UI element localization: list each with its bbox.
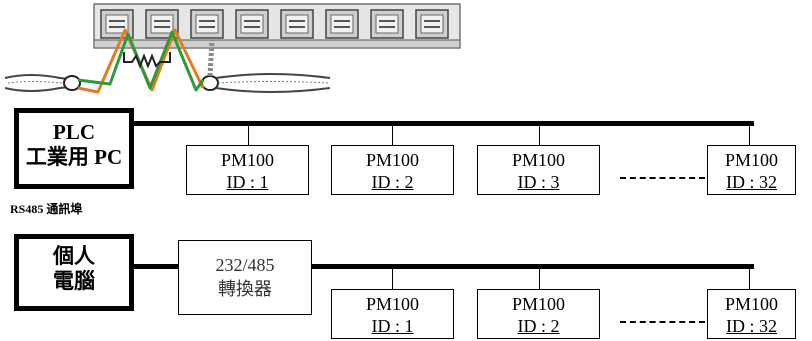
plc-host-line1: PLC: [53, 120, 95, 144]
converter-line1: 232/485: [215, 255, 275, 275]
host-to-converter-line: [134, 264, 180, 269]
shielded-cable-right: [201, 73, 331, 93]
bottom-device-2: PM100 ID : 2: [477, 289, 600, 339]
top-drop-2: [392, 124, 393, 145]
device-name: PM100: [511, 150, 565, 170]
rs232-485-converter-box: 232/485 轉換器: [178, 240, 312, 315]
device-name: PM100: [511, 294, 565, 314]
wiring-illustration: [4, 3, 461, 94]
termination-resistor: [123, 52, 171, 69]
bottom-drop-3: [749, 267, 750, 289]
converter-line2: 轉換器: [218, 279, 272, 299]
device-id: ID : 32: [726, 316, 777, 336]
green-wire: [77, 30, 205, 92]
top-drop-4: [749, 124, 750, 145]
device-id: ID : 1: [226, 172, 269, 192]
plc-host-box: PLC 工業用 PC: [14, 108, 134, 189]
bottom-bus-line: [310, 264, 754, 269]
top-bus-line: [128, 121, 754, 126]
device-name: PM100: [724, 294, 778, 314]
pc-host-line1: 個人: [53, 244, 95, 268]
device-name: PM100: [365, 294, 419, 314]
top-ellipsis-dashes: [620, 177, 705, 179]
plc-host-line2: 工業用 PC: [25, 145, 123, 169]
pc-host-line2: 電腦: [53, 269, 95, 293]
terminal-screw: [415, 9, 449, 39]
terminal-screw: [370, 9, 404, 39]
bottom-drop-1: [392, 267, 393, 289]
device-id: ID : 2: [517, 316, 560, 336]
device-name: PM100: [724, 150, 778, 170]
shielded-cable-left: [4, 74, 81, 92]
top-drop-3: [539, 124, 540, 145]
bottom-ellipsis-dashes: [620, 321, 705, 323]
device-id: ID : 1: [371, 316, 414, 336]
terminal-screw: [280, 9, 314, 39]
device-name: PM100: [365, 150, 419, 170]
bottom-drop-2: [539, 267, 540, 289]
top-drop-1: [248, 124, 249, 145]
terminal-screw: [190, 9, 224, 39]
bottom-device-1: PM100 ID : 1: [331, 289, 454, 339]
rs485-port-caption: RS485 通訊埠: [10, 202, 83, 216]
top-device-4: PM100 ID : 32: [707, 145, 796, 195]
shield-drain-wire: [207, 39, 215, 77]
top-device-3: PM100 ID : 3: [477, 145, 600, 195]
terminal-screw: [325, 9, 359, 39]
device-id: ID : 32: [726, 172, 777, 192]
terminal-screw: [235, 9, 269, 39]
pc-host-box: 個人 電腦: [14, 234, 134, 311]
top-device-2: PM100 ID : 2: [331, 145, 454, 195]
top-device-1: PM100 ID : 1: [186, 145, 309, 195]
device-id: ID : 3: [517, 172, 560, 192]
bottom-device-3: PM100 ID : 32: [707, 289, 796, 339]
device-id: ID : 2: [371, 172, 414, 192]
device-name: PM100: [220, 150, 274, 170]
